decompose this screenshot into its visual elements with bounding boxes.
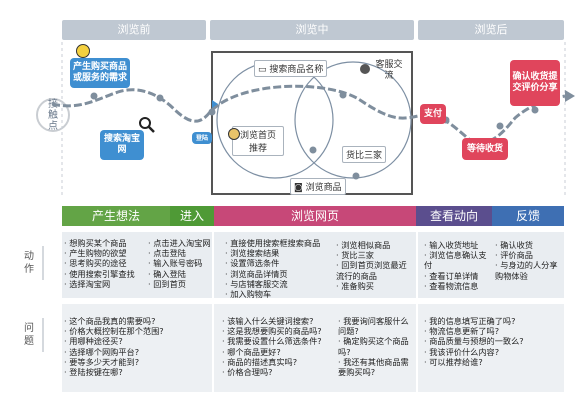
phase-before: 浏览前 [62, 20, 206, 40]
home-rec-node: 浏览首页推荐 [232, 126, 284, 156]
action-list-6: 确认收货评价商品与身边的人分享购物体验 [495, 240, 561, 281]
service-node: 客服交流 [375, 60, 403, 81]
lightbulb-icon [76, 44, 90, 58]
search-name-node: ▭ 搜索商品名称 [254, 60, 328, 77]
wait-node: 等待收货 [462, 138, 508, 160]
confirm-node: 确认收货提交评价分享 [510, 60, 560, 106]
action-list-3: 直接使用搜索框搜索商品浏览搜索结果设置筛选条件浏览商品详情页与店铺客服交流加入购… [225, 238, 320, 299]
action-list-4: 浏览相似商品货比三家回到首页浏览最近流行的商品准备购买 [336, 240, 410, 291]
browse-node: ◙ 浏览商品 [290, 178, 346, 195]
person-icon [228, 128, 240, 140]
stage-feedback: 反馈 [492, 206, 564, 226]
journey-diagram [51, 42, 575, 195]
action-list-2: 点击进入淘宝网点击登陆输入账号密码确入登陆回到首页 [148, 238, 210, 289]
stage-enter: 进入 [170, 206, 214, 226]
action-tag: 动作 [16, 246, 44, 280]
service-person-icon [360, 64, 370, 74]
phase-after: 浏览后 [418, 20, 564, 40]
search-icon: ▭ [258, 65, 270, 75]
compare-node: 货比三家 [342, 146, 387, 163]
action-list-5: 输入收货地址浏览信息确认支付查看订单详情查看物流信息 [424, 240, 492, 291]
search-site-node: 搜索淘宝网 [100, 130, 144, 160]
product-icon: ◙ [294, 183, 306, 193]
stage-idea: 产生想法 [62, 206, 170, 226]
question-list-3: 我要询问客服什么问题?确定购买这个商品吗?我还有其他商品需要购买吗? [338, 316, 414, 377]
stage-browse: 浏览网页 [214, 206, 416, 226]
stage-track: 查看动向 [416, 206, 492, 226]
question-list-1: 这个商品我真的需要吗?价格大概控制在那个范围?用哪种途径买?选择哪个网购平台?要… [64, 316, 210, 377]
magnifier-icon [139, 117, 155, 133]
pay-node: 支付 [420, 104, 446, 124]
need-node: 产生购买商品或服务的需求 [70, 58, 130, 88]
question-tag: 问题 [16, 318, 44, 352]
action-list-1: 想购买某个商品产生购物的欲望思考购买的途径使用搜索引擎查找选择淘宝网 [64, 238, 135, 289]
question-list-2: 该输入什么关键词搜索?这是我想要购买的商品吗?我需要设置什么筛选条件?哪个商品更… [222, 316, 334, 377]
phase-during: 浏览中 [210, 20, 414, 40]
question-list-4: 我的信息填写正确了吗?物流信息更新了吗?商品质量与预想的一致么?我该评价什么内容… [424, 316, 562, 367]
login-node: 登陆 [192, 132, 212, 144]
